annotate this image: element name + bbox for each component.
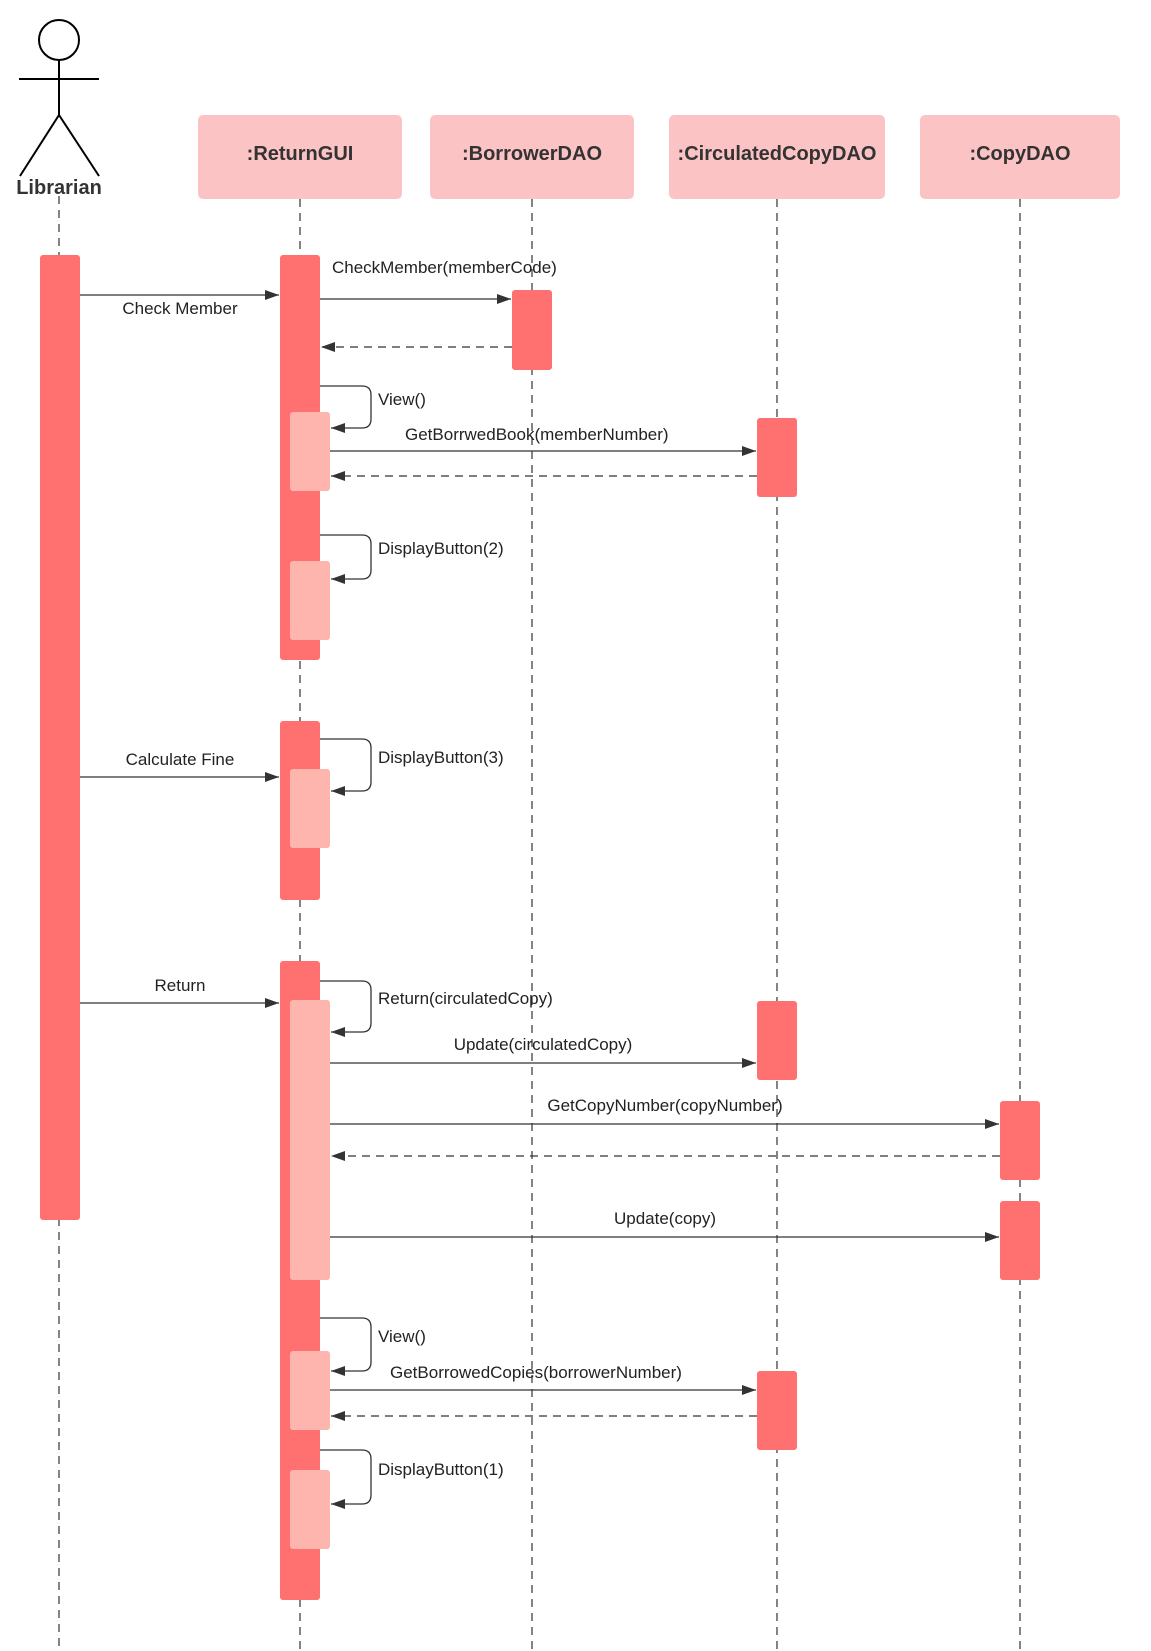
nested-activation-displaybutton-3 — [290, 769, 330, 848]
actor-label: Librarian — [16, 177, 102, 199]
actor-right-leg — [58, 114, 100, 177]
self-call-arrow-return — [320, 980, 372, 1037]
lifeline-head-circulatedcopydao: :CirculatedCopyDAO — [669, 115, 885, 199]
activation-copydao-2 — [1000, 1201, 1040, 1280]
lifeline-head-label: :ReturnGUI — [247, 143, 354, 165]
actor-head — [38, 19, 80, 61]
nested-activation-displaybutton-2 — [290, 561, 330, 640]
self-call-arrow-view-2 — [320, 1317, 372, 1376]
lifeline-head-returngui: :ReturnGUI — [198, 115, 402, 199]
message-label-displaybutton-3: DisplayButton(3) — [378, 748, 504, 767]
activation-circulatedcopydao-1 — [757, 418, 797, 497]
lifeline-head-borrowerdao: :BorrowerDAO — [430, 115, 634, 199]
message-label-update-copy: Update(copy) — [614, 1209, 716, 1228]
message-label-view-2: View() — [378, 1327, 426, 1346]
self-call-arrow-displaybutton-3 — [320, 738, 372, 796]
message-label-getcopynumber: GetCopyNumber(copyNumber) — [547, 1096, 782, 1115]
actor-left-leg — [19, 114, 60, 177]
lifeline-head-label: :CirculatedCopyDAO — [678, 143, 877, 165]
message-label-check-member: Check Member — [122, 299, 238, 318]
self-call-arrow-displaybutton-1 — [320, 1449, 372, 1509]
nested-activation-displaybutton-1 — [290, 1470, 330, 1549]
message-label-getborrwedbook: GetBorrwedBook(memberNumber) — [405, 425, 669, 444]
message-label-displaybutton-2: DisplayButton(2) — [378, 539, 504, 558]
nested-activation-view — [290, 412, 330, 491]
message-label-checkmember-call: CheckMember(memberCode) — [332, 258, 557, 277]
activation-librarian — [40, 255, 80, 1220]
nested-activation-view-2 — [290, 1351, 330, 1430]
message-label-displaybutton-1: DisplayButton(1) — [378, 1460, 504, 1479]
activation-copydao-1 — [1000, 1101, 1040, 1180]
activation-borrowerdao — [512, 290, 552, 370]
nested-activation-return — [290, 1000, 330, 1280]
actor-librarian: Librarian — [16, 19, 102, 199]
self-call-arrow-view — [320, 385, 372, 433]
lifeline-head-label: :BorrowerDAO — [462, 143, 602, 165]
activation-circulatedcopydao-3 — [757, 1371, 797, 1450]
message-label-view-1: View() — [378, 390, 426, 409]
message-label-calculate-fine: Calculate Fine — [126, 750, 235, 769]
self-call-arrow-displaybutton-2 — [320, 534, 372, 584]
lifeline-head-copydao: :CopyDAO — [920, 115, 1120, 199]
message-label-getborrowedcopies: GetBorrowedCopies(borrowerNumber) — [390, 1363, 682, 1382]
lifeline-head-label: :CopyDAO — [969, 143, 1070, 165]
message-label-return: Return — [154, 976, 205, 995]
message-label-update-circ: Update(circulatedCopy) — [454, 1035, 633, 1054]
message-label-return-call: Return(circulatedCopy) — [378, 989, 553, 1008]
activation-circulatedcopydao-2 — [757, 1001, 797, 1080]
